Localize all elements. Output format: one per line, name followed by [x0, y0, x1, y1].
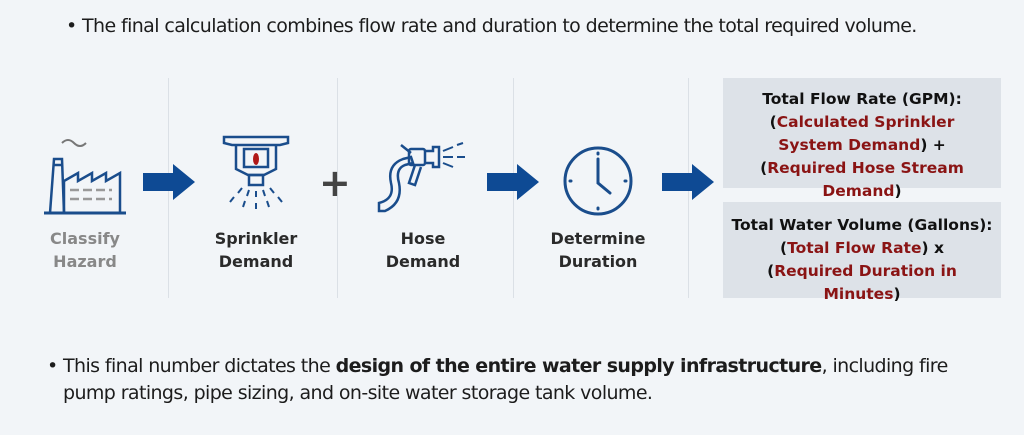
step-classify-hazard: Classify Hazard	[15, 125, 155, 273]
bullet-top-text: The final calculation combines flow rate…	[82, 15, 917, 37]
divider	[337, 78, 338, 298]
formula-operator: ) x (	[767, 239, 944, 280]
bullet-bottom: • This final number dictates the design …	[47, 353, 993, 407]
hose-nozzle-icon	[353, 125, 493, 217]
step-hose-demand: Hose Demand	[353, 125, 493, 273]
step-determine-duration: Determine Duration	[528, 125, 668, 273]
bullet-bottom-post: , including fire pump ratings, pipe sizi…	[63, 355, 948, 404]
formula-title: Total Flow Rate (GPM):	[762, 90, 962, 108]
formula-paren: )	[894, 182, 902, 200]
arrow-right-icon	[143, 164, 195, 200]
step-label-line1: Determine	[550, 229, 646, 248]
formula-operator: ) + (	[760, 136, 946, 177]
formula-term-duration: Required Duration in Minutes	[774, 262, 957, 303]
formula-term-flow-rate: Total Flow Rate	[787, 239, 922, 257]
bullet-top: • The final calculation combines flow ra…	[66, 13, 1002, 40]
formula-title: Total Water Volume (Gallons):	[731, 216, 993, 234]
clock-icon	[528, 125, 668, 217]
formula-term-sprinkler: Calculated Sprinkler System Demand	[776, 113, 955, 154]
formula-paren: )	[893, 285, 901, 303]
formula-flow-rate: Total Flow Rate (GPM): (Calculated Sprin…	[723, 78, 1001, 200]
formula-water-volume: Total Water Volume (Gallons): (Total Flo…	[723, 202, 1001, 303]
formula-paren: (	[769, 113, 777, 131]
arrow-right-icon	[662, 164, 714, 200]
sprinkler-icon	[186, 125, 326, 217]
formula-paren: (	[780, 239, 788, 257]
plus-operator: +	[319, 161, 351, 205]
bullet-dot: •	[47, 355, 58, 377]
step-sprinkler-demand: Sprinkler Demand	[186, 125, 326, 273]
step-label-line2: Demand	[218, 252, 294, 271]
factory-icon	[15, 125, 155, 217]
step-label-line1: Hose	[400, 229, 446, 248]
step-label-line2: Demand	[385, 252, 461, 271]
step-label-line2: Hazard	[53, 252, 117, 271]
step-label-line1: Sprinkler	[214, 229, 298, 248]
step-label-line2: Duration	[558, 252, 638, 271]
bullet-dot: •	[66, 15, 77, 37]
bullet-bottom-bold: design of the entire water supply infras…	[335, 355, 823, 377]
arrow-right-icon	[487, 164, 539, 200]
formula-term-hose: Required Hose Stream Demand	[767, 159, 964, 200]
step-label-line1: Classify	[50, 229, 120, 248]
bullet-bottom-pre: This final number dictates the	[63, 355, 336, 377]
